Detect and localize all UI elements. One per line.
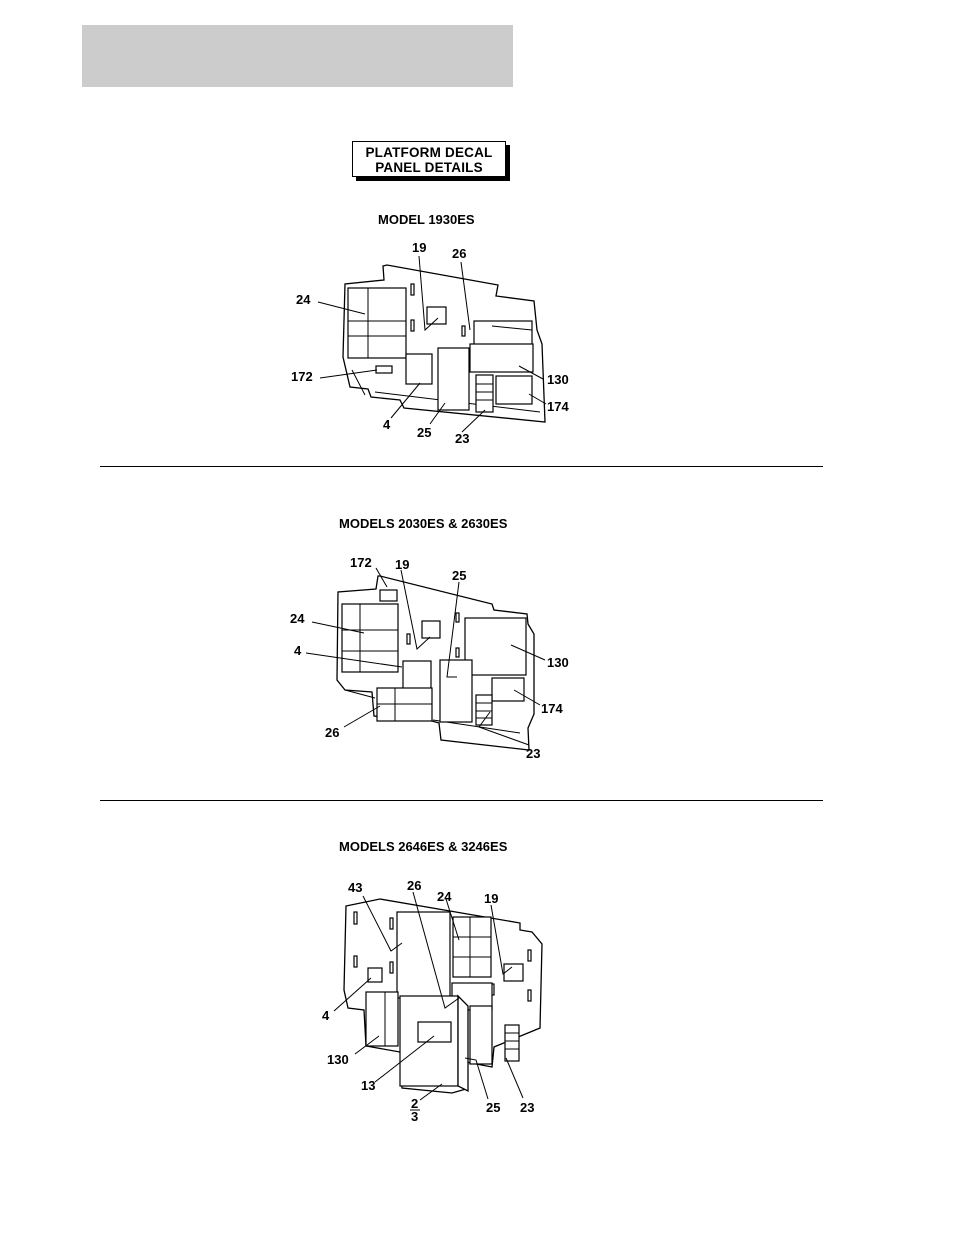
diagram-2646es-3246es: 43 26 24 19 4 130 13 2 3 25 23 xyxy=(322,878,542,1124)
decal-130 xyxy=(465,618,526,675)
slot-6 xyxy=(528,990,531,1001)
slot-1 xyxy=(411,284,414,295)
callout-172: 172 xyxy=(291,369,313,384)
decal-172 xyxy=(380,590,397,601)
decal-130 xyxy=(470,344,533,372)
callout-172: 172 xyxy=(350,555,372,570)
decal-13 xyxy=(418,1022,451,1042)
decal-43 xyxy=(397,912,450,998)
decal-25 xyxy=(440,660,472,722)
callout-4: 4 xyxy=(294,643,302,658)
diagram-1930es: 19 26 24 172 130 174 4 25 23 xyxy=(291,240,569,446)
slot-3 xyxy=(456,648,459,657)
callout-26: 26 xyxy=(407,878,421,893)
callout-174: 174 xyxy=(541,701,563,716)
decal-4 xyxy=(368,968,382,982)
slot-4 xyxy=(390,962,393,973)
callout-23: 23 xyxy=(455,431,469,446)
slot-3 xyxy=(354,956,357,967)
slot-2 xyxy=(456,613,459,622)
slot-2 xyxy=(411,320,414,331)
callout-4: 4 xyxy=(322,1008,330,1023)
callout-26: 26 xyxy=(325,725,339,740)
decal-130 xyxy=(366,992,398,1046)
decal-174 xyxy=(492,678,524,701)
callout-23: 23 xyxy=(520,1100,534,1115)
diagram-2030es-2630es: 172 19 25 24 4 130 174 26 23 xyxy=(290,555,569,761)
slot-1 xyxy=(354,912,357,924)
callout-130: 130 xyxy=(327,1052,349,1067)
decal-174 xyxy=(496,376,532,404)
callout-4: 4 xyxy=(383,417,391,432)
decal-24-grid xyxy=(348,288,406,358)
decal-19 xyxy=(427,307,446,324)
decal-4 xyxy=(403,661,431,691)
decal-23 xyxy=(505,1025,519,1061)
callout-25: 25 xyxy=(452,568,466,583)
callout-24: 24 xyxy=(296,292,311,307)
callout-19: 19 xyxy=(412,240,426,255)
callout-19: 19 xyxy=(484,891,498,906)
callout-3: 3 xyxy=(411,1109,418,1124)
callout-43: 43 xyxy=(348,880,362,895)
callout-19: 19 xyxy=(395,557,409,572)
callout-130: 130 xyxy=(547,372,569,387)
callout-25: 25 xyxy=(417,425,431,440)
decal-172 xyxy=(376,366,392,373)
decal-19 xyxy=(422,621,440,638)
callout-13: 13 xyxy=(361,1078,375,1093)
decal-24-grid xyxy=(342,604,398,672)
decal-4 xyxy=(406,354,432,384)
callout-174: 174 xyxy=(547,399,569,414)
callout-26: 26 xyxy=(452,246,466,261)
callout-24: 24 xyxy=(290,611,305,626)
slot-5 xyxy=(528,950,531,961)
decal-25 xyxy=(438,348,469,410)
decal-25 xyxy=(470,1006,492,1064)
slot-2 xyxy=(390,918,393,929)
callout-130: 130 xyxy=(547,655,569,670)
callout-23: 23 xyxy=(526,746,540,761)
callout-24: 24 xyxy=(437,889,452,904)
slot-3 xyxy=(462,326,465,336)
decal-24-grid xyxy=(453,917,491,977)
decal-23 xyxy=(476,375,493,412)
decal-19 xyxy=(504,964,523,981)
slot-1 xyxy=(407,634,410,644)
callout-25: 25 xyxy=(486,1100,500,1115)
